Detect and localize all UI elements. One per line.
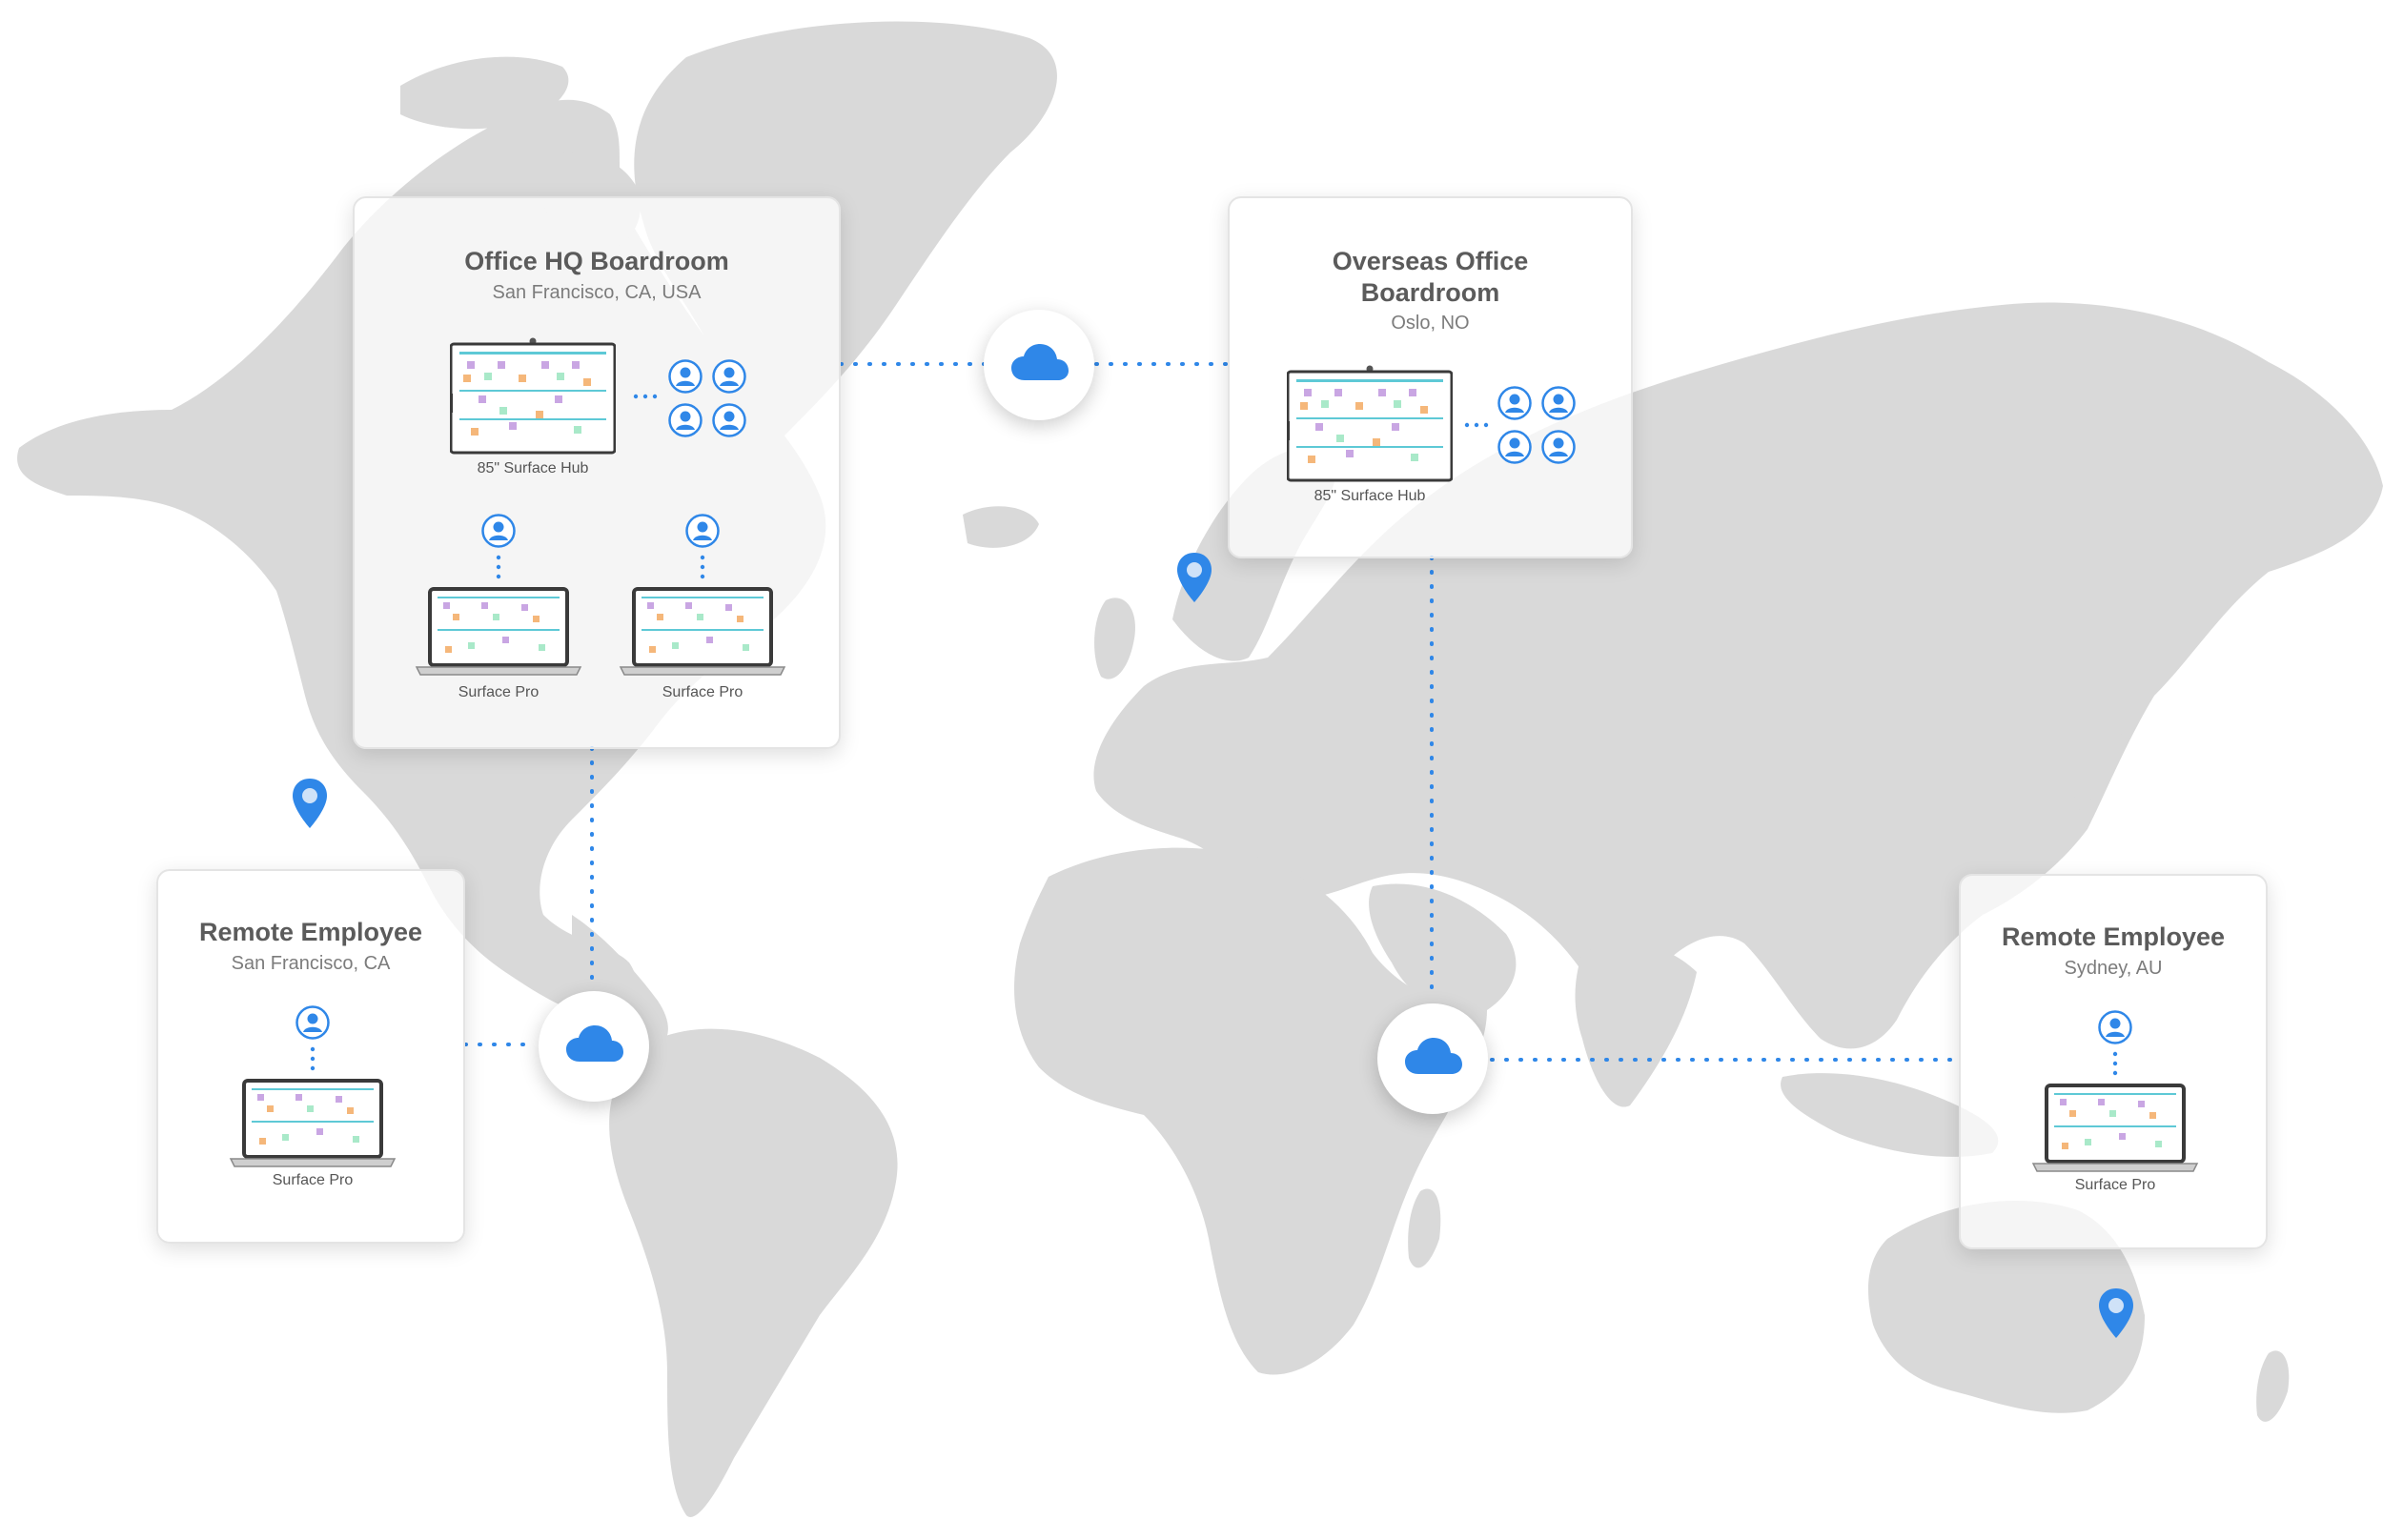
cloud-icon [1011, 344, 1069, 380]
user-icon [1541, 386, 1576, 420]
location-pin-icon [2099, 1288, 2133, 1338]
card-title: Office HQ Boardroom [464, 247, 729, 275]
laptop-icon [2031, 1084, 2199, 1172]
india [1575, 942, 1697, 1107]
cloud-node [539, 991, 649, 1102]
connector-lines [463, 362, 1961, 1062]
laptop-icon [619, 587, 786, 676]
cloud-node [1377, 1003, 1488, 1114]
connector-dots [700, 555, 705, 579]
arctic-islands [400, 56, 569, 130]
connector-dots [496, 555, 501, 579]
user-icon [685, 514, 720, 548]
new-zealand [2256, 1350, 2290, 1422]
user-icon [712, 403, 746, 437]
card-subtitle: Oslo, NO [1391, 313, 1470, 334]
user-icon [481, 514, 516, 548]
user-icon [2098, 1010, 2132, 1044]
card-remote-employee-sydney: Remote Employee Sydney, AU Surface Pro [1959, 874, 2268, 1249]
laptop-icon [229, 1079, 397, 1167]
indonesia [1781, 1073, 1999, 1157]
australia [1868, 1201, 2145, 1413]
user-icon [295, 1005, 330, 1040]
japan [2073, 664, 2127, 810]
cloud-icon [566, 1025, 623, 1062]
user-icon [668, 359, 703, 394]
laptop-icon [415, 587, 582, 676]
surface-hub-icon [1287, 365, 1453, 482]
iceland [963, 506, 1039, 548]
connector-dots [2112, 1051, 2118, 1076]
cloud-node [984, 310, 1094, 420]
hub-label: 85" Surface Hub [1314, 488, 1426, 504]
location-pin-icon [293, 779, 327, 828]
user-icon [1497, 386, 1532, 420]
eurasia [1093, 302, 2383, 1049]
location-pin-icon [1177, 553, 1212, 602]
user-icon [712, 359, 746, 394]
card-overseas-office: Overseas Office Boardroom Oslo, NO 85" S… [1228, 196, 1633, 558]
card-title: Remote Employee [2001, 922, 2226, 951]
user-icon [668, 403, 703, 437]
africa [1014, 847, 1487, 1375]
hub-label: 85" Surface Hub [477, 460, 589, 476]
central-america [572, 915, 668, 1048]
card-subtitle: San Francisco, CA [231, 953, 391, 974]
laptop-label: Surface Pro [458, 684, 540, 700]
laptop-label: Surface Pro [662, 684, 743, 700]
connector-dots [633, 394, 658, 399]
card-title: Overseas Office Boardroom [1332, 247, 1529, 307]
south-america [609, 1028, 898, 1517]
laptop-label: Surface Pro [272, 1172, 354, 1188]
connector-dots [1464, 422, 1489, 428]
arabia [1369, 883, 1517, 1013]
laptop-label: Surface Pro [2074, 1177, 2156, 1193]
user-icon [1497, 430, 1532, 464]
surface-hub-icon [450, 337, 616, 455]
uk [1094, 598, 1135, 679]
madagascar [1408, 1188, 1441, 1268]
card-title: Remote Employee [198, 918, 423, 946]
connector-dots [310, 1046, 316, 1071]
card-remote-employee-sf: Remote Employee San Francisco, CA Surfac… [156, 869, 465, 1244]
cloud-icon [1405, 1038, 1462, 1074]
card-subtitle: Sydney, AU [2064, 958, 2163, 979]
card-subtitle: San Francisco, CA, USA [492, 282, 702, 303]
user-icon [1541, 430, 1576, 464]
card-office-hq: Office HQ Boardroom San Francisco, CA, U… [353, 196, 841, 749]
